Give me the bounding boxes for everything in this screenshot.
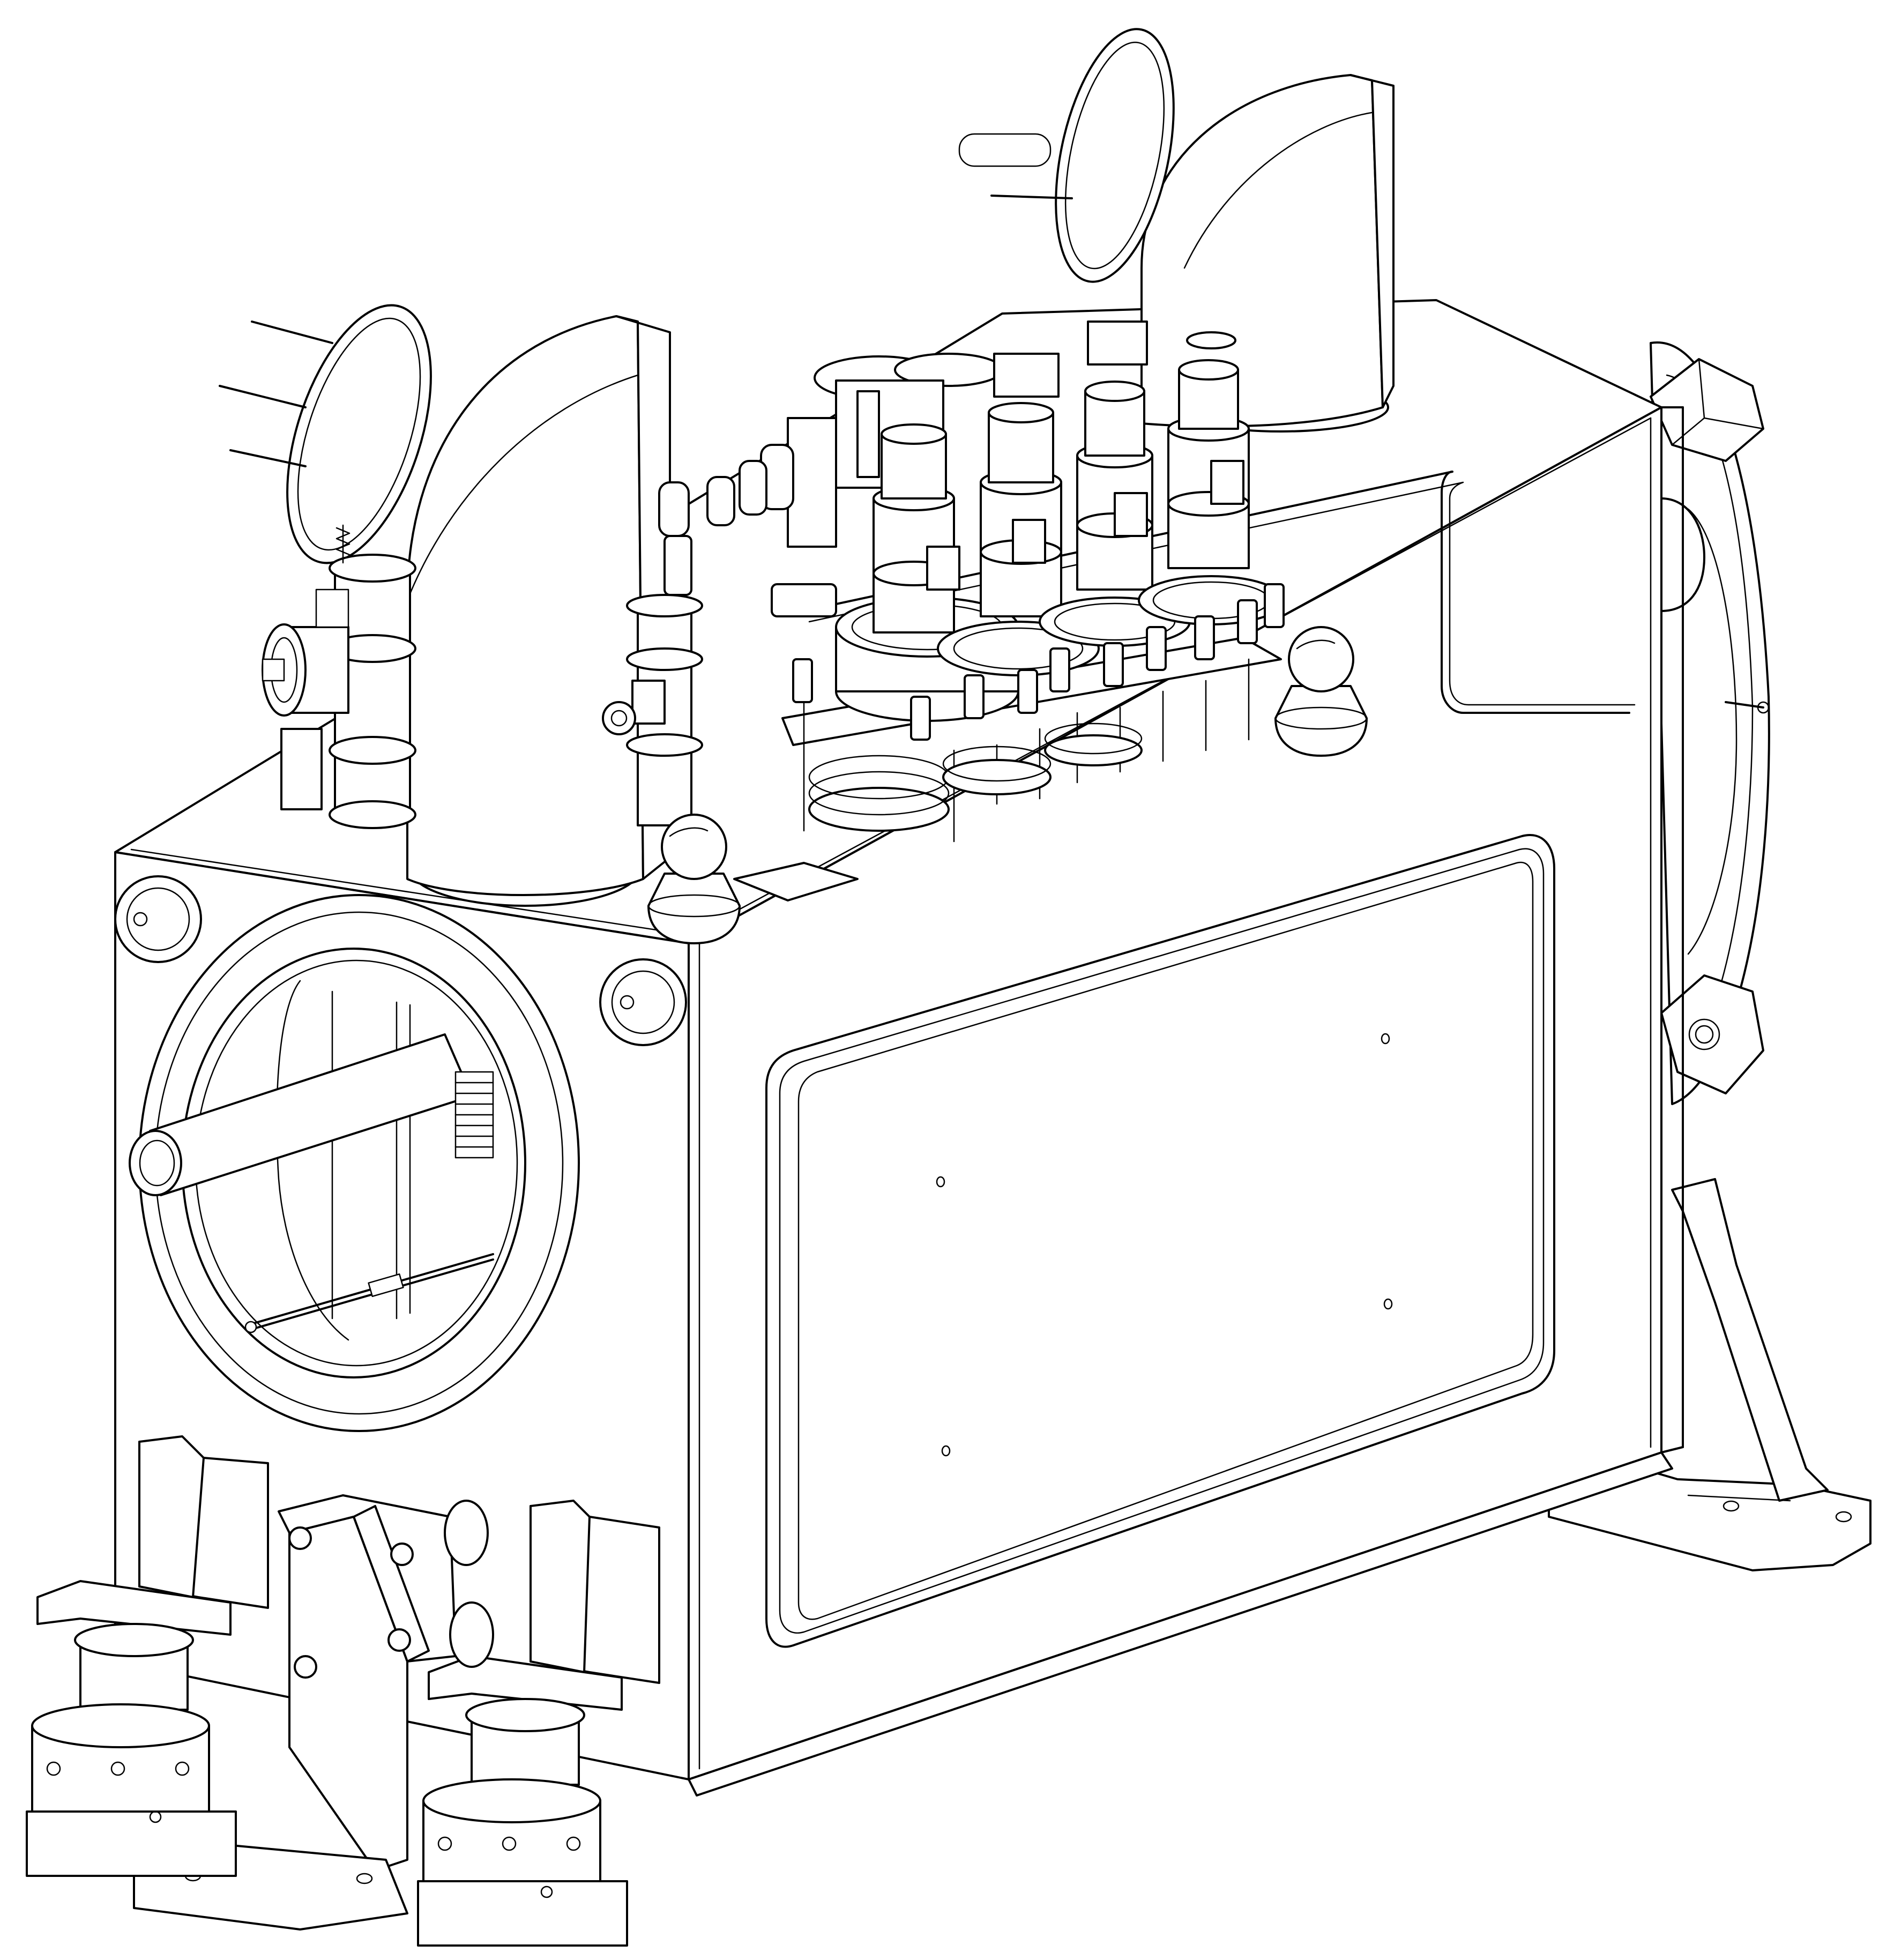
bellows (454, 1071, 494, 1159)
front-support-leg-right (417, 1500, 660, 1947)
left-valve-assembly (262, 524, 416, 829)
feedthrough-pins (792, 583, 1285, 843)
side-access-panel (765, 834, 1555, 1648)
front-viewport (129, 894, 580, 1432)
manipulator-cluster (706, 321, 1285, 843)
front-support-leg-left (26, 1435, 269, 1877)
lower-side-cylinders (444, 1500, 494, 1668)
top-cover-plate (733, 862, 859, 901)
front-support-leg-center (133, 1494, 457, 1931)
corner-bolt-boss-right (599, 958, 687, 1046)
right-hex-bolt-lower (1660, 974, 1764, 1094)
ball-knob-handle-left (647, 814, 741, 944)
corner-bolt-boss-left (114, 875, 202, 963)
small-gauge-valve (602, 481, 703, 826)
ball-knob-handle-right (1274, 626, 1368, 757)
manipulator-column-4 (1138, 331, 1285, 625)
right-hex-bolt-upper (1650, 358, 1764, 462)
elbow-duct-left (219, 304, 671, 907)
lower-bellows (808, 722, 1143, 832)
